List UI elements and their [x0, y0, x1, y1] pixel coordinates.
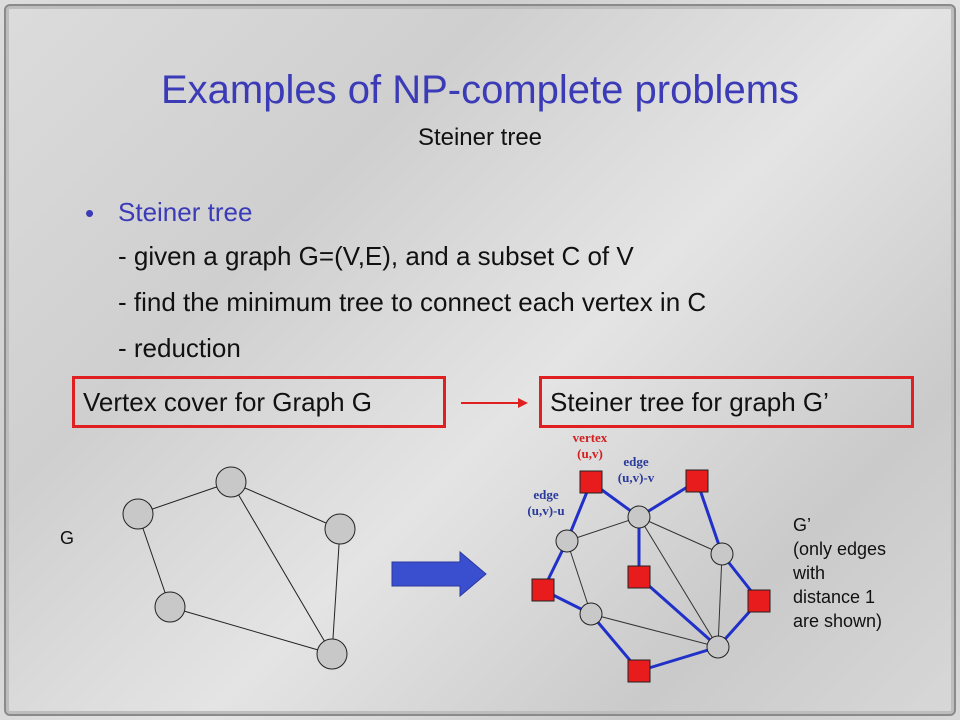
slide-title: Examples of NP-complete problems	[160, 68, 800, 112]
bullet-marker: •	[85, 198, 95, 228]
slide-subtitle: Steiner tree	[417, 124, 543, 151]
graph-gprime-vertex	[706, 635, 730, 659]
graph-gprime-vertex	[627, 505, 651, 529]
graph-gprime-edge-node	[747, 589, 771, 613]
graph-g-node	[122, 498, 154, 530]
graph-g	[122, 466, 356, 670]
bullet-heading: Steiner tree	[118, 197, 253, 227]
edge-uv-u-label: edge (u,v)-u	[527, 487, 565, 518]
bullet-line-reduction: - reduction	[118, 333, 241, 363]
gprime-note: G’ (only edges with distance 1 are shown…	[793, 515, 887, 631]
transform-arrow	[391, 550, 487, 598]
graph-g-node	[154, 591, 186, 623]
vertex-cover-box: Vertex cover for Graph G	[72, 376, 446, 428]
slide-frame	[4, 4, 956, 716]
graph-gprime	[531, 469, 771, 683]
graph-gprime-edge-node	[685, 469, 709, 493]
edge-uv-v-label: edge (u,v)-v	[617, 454, 655, 485]
graph-g-node	[215, 466, 247, 498]
graph-g-node	[324, 513, 356, 545]
graph-gprime-edge-node	[531, 578, 555, 602]
graph-gprime-edge-node	[627, 659, 651, 683]
bullet-line-find: - find the minimum tree to connect each …	[118, 287, 707, 317]
graph-g-node	[316, 638, 348, 670]
graph-gprime-vertex	[710, 542, 734, 566]
reduction-arrow	[461, 398, 528, 408]
bullet-line-given: - given a graph G=(V,E), and a subset C …	[118, 241, 634, 271]
steiner-tree-box: Steiner tree for graph G’	[539, 376, 914, 428]
graph-g-label: G	[60, 528, 75, 548]
vertex-uv-label: vertex (u,v)	[572, 430, 608, 461]
graph-gprime-vertex	[555, 529, 579, 553]
graph-gprime-vertex	[579, 602, 603, 626]
graph-gprime-edge-node	[627, 565, 651, 589]
graph-gprime-edge-node	[579, 470, 603, 494]
